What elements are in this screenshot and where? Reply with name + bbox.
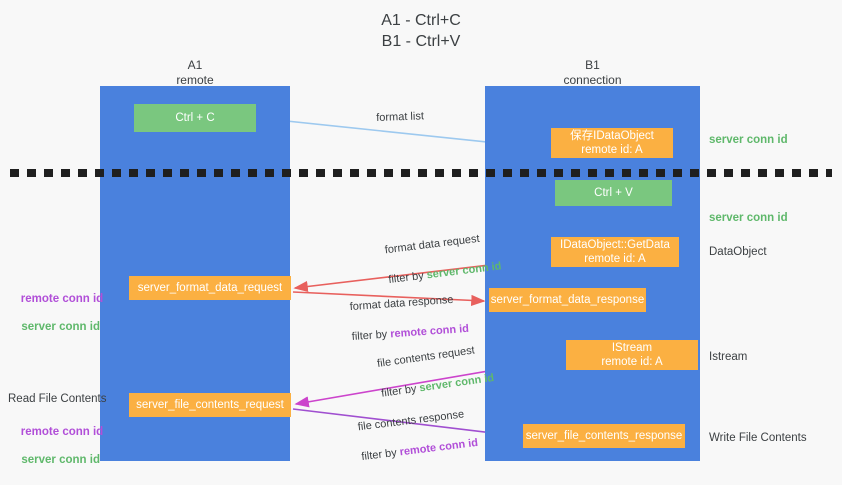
label-data-object: DataObject: [709, 246, 767, 258]
edge-label-file-contents-response-filter: filter by: [360, 446, 401, 464]
label-remote-conn-id-2: remote conn id: [20, 426, 104, 438]
label-left-conn-ids-bottom: remote conn id server conn id: [8, 411, 104, 481]
dashed-divider: [10, 169, 832, 177]
label-read-file-contents: Read File Contents: [8, 393, 107, 405]
label-write-file-contents: Write File Contents: [709, 432, 807, 444]
node-ctrl-v[interactable]: Ctrl + V: [555, 180, 672, 206]
edge-file-contents-response: [292, 408, 520, 441]
node-server-format-data-request[interactable]: server_format_data_request: [129, 276, 291, 300]
label-server-conn-id-top: server conn id: [709, 134, 788, 146]
label-left-conn-ids-top: remote conn id server conn id: [8, 278, 104, 348]
edge-format-data-response: [292, 291, 486, 306]
edge-label-file-contents-request-text: file contents request: [376, 344, 476, 371]
node-server-format-data-response[interactable]: server_format_data_response: [489, 288, 646, 312]
edge-label-format-list: format list: [376, 110, 425, 124]
edge-label-file-contents-response-text: file contents response: [357, 408, 465, 434]
node-server-file-contents-request[interactable]: server_file_contents_request: [129, 393, 291, 417]
column-header-a1: A1 remote: [176, 58, 214, 87]
edge-label-file-contents-request-key: server conn id: [418, 372, 495, 395]
edge-label-format-data-response-text: format data response: [349, 293, 454, 314]
edge-label-file-contents-response: file contents response filter by remote …: [343, 391, 481, 481]
label-server-conn-id-1: server conn id: [21, 321, 100, 333]
page-title: A1 - Ctrl+C B1 - Ctrl+V: [381, 12, 461, 50]
edge-label-format-data-request-text: format data request: [384, 232, 481, 257]
node-ctrl-c[interactable]: Ctrl + C: [134, 104, 256, 132]
label-remote-conn-id-1: remote conn id: [20, 293, 104, 305]
node-server-file-contents-response[interactable]: server_file_contents_response: [523, 424, 685, 448]
label-server-conn-id-2: server conn id: [21, 454, 100, 466]
node-idataobject-save[interactable]: 保存IDataObject remote id: A: [551, 128, 673, 158]
column-header-b1: B1 connection: [563, 58, 622, 87]
edge-label-file-contents-response-key: remote conn id: [398, 436, 479, 459]
node-istream[interactable]: IStream remote id: A: [566, 340, 698, 370]
label-istream: Istream: [709, 351, 748, 363]
label-server-conn-id-mid: server conn id: [709, 212, 788, 224]
node-idataobject-getdata[interactable]: IDataObject::GetData remote id: A: [551, 237, 679, 267]
